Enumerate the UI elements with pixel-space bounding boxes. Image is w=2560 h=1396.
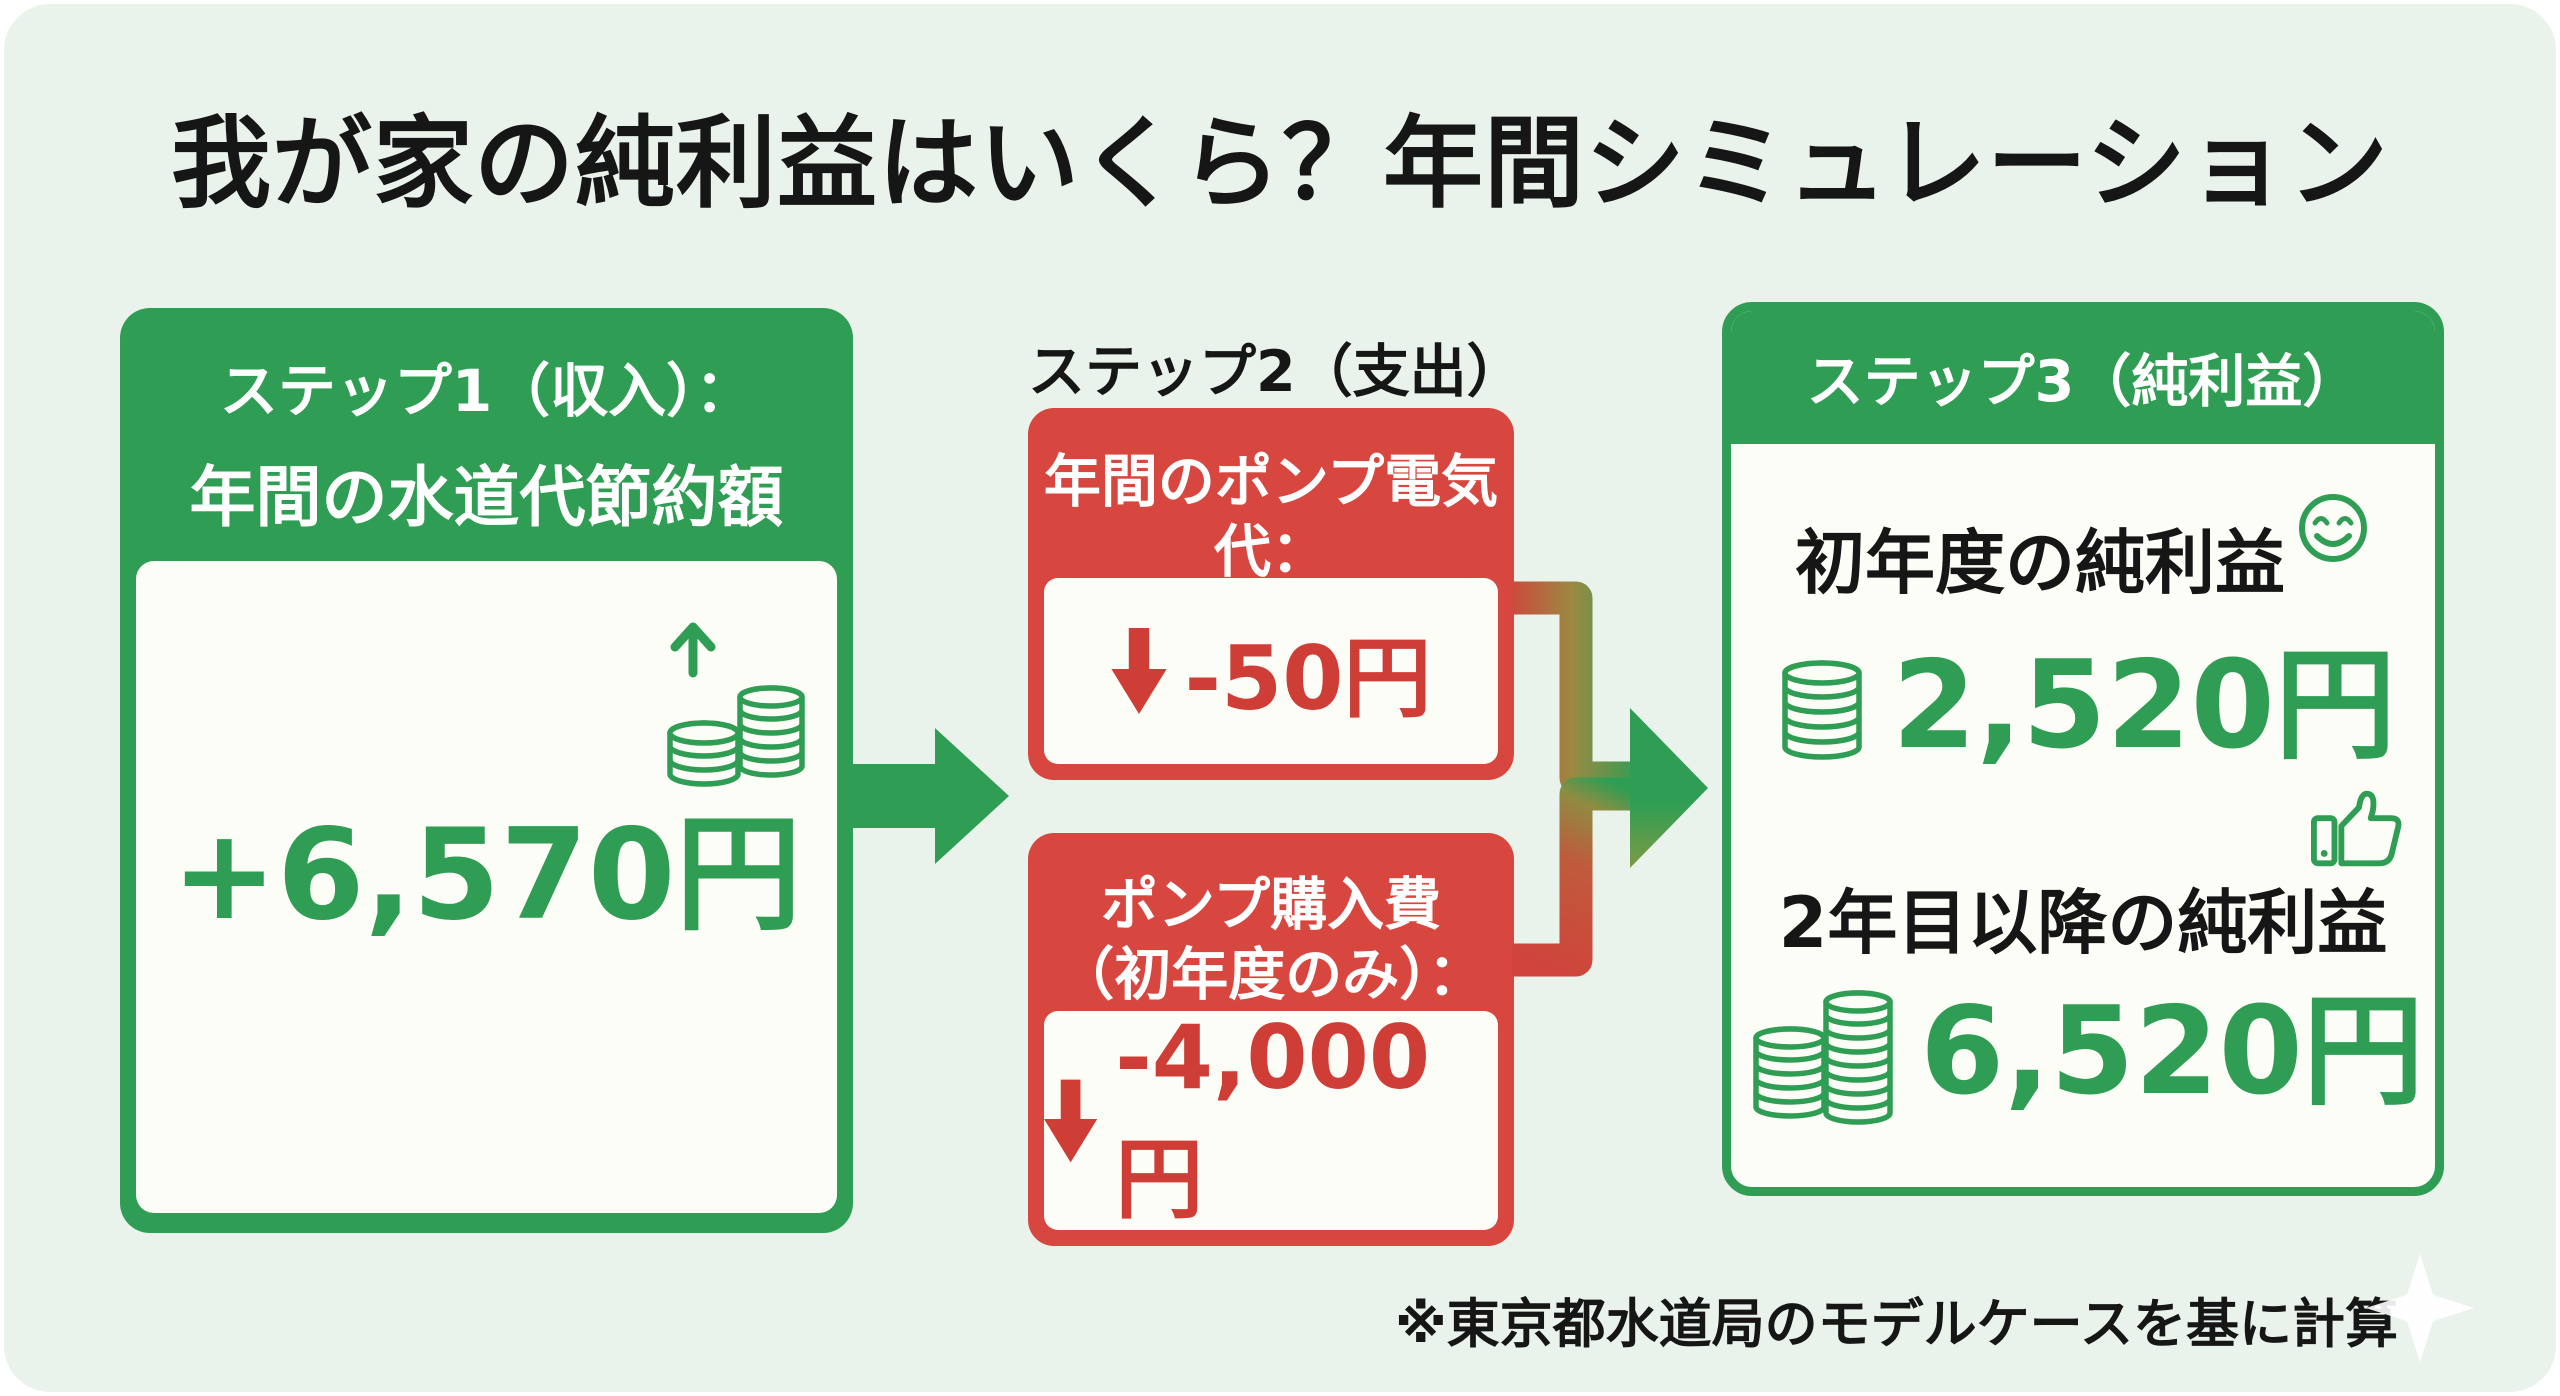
expense1-value-panel: -50円 bbox=[1044, 578, 1498, 764]
down-arrow-icon bbox=[1044, 1079, 1098, 1162]
step1-header-line2: 年間の水道代節約額 bbox=[189, 459, 784, 536]
expense2-value-panel: -4,000円 bbox=[1044, 1006, 1498, 1231]
coins-stack-icon bbox=[1782, 659, 1862, 760]
expense1-header-line2: 代： bbox=[1214, 519, 1328, 585]
later-years-label: 2年目以降の純利益 bbox=[1778, 882, 2388, 964]
sparkle-icon bbox=[2365, 1253, 2475, 1363]
expense1-header-line1: 年間のポンプ電気 bbox=[1043, 449, 1499, 515]
step1-amount: +6,570円 bbox=[171, 801, 802, 948]
step1-card: ステップ1（収入）： 年間の水道代節約額 bbox=[120, 308, 853, 1233]
step1-header-line1: ステップ1（収入）： bbox=[219, 357, 754, 425]
merge-connector bbox=[1512, 581, 1708, 977]
expense2-header-line2: （初年度のみ）： bbox=[1057, 942, 1485, 1008]
step3-card: ステップ3（純利益） 初年度の純利益 2,52 bbox=[1722, 302, 2444, 1196]
first-year-amount: 2,520円 bbox=[1892, 635, 2396, 776]
expense2-card: ポンプ購入費 （初年度のみ）： -4,000円 bbox=[1028, 833, 1514, 1246]
expense2-amount: -4,000円 bbox=[1115, 1005, 1431, 1231]
later-years-amount: 6,520円 bbox=[1920, 981, 2424, 1122]
page-title: 我が家の純利益はいくら？年間シミュレーション bbox=[171, 105, 2389, 222]
step3-header: ステップ3（純利益） bbox=[1731, 311, 2435, 444]
footnote: ※東京都水道局のモデルケースを基に計算 bbox=[1395, 1294, 2398, 1355]
smiley-icon bbox=[2299, 493, 2367, 562]
expense1-amount: -50円 bbox=[1184, 626, 1432, 730]
expense2-header-line1: ポンプ購入費 bbox=[1100, 872, 1442, 938]
thumbs-up-icon bbox=[2311, 790, 2402, 867]
coins-up-arrow-icon bbox=[667, 622, 805, 787]
step1-value-panel: +6,570円 bbox=[136, 561, 837, 1213]
expense1-card: 年間のポンプ電気 代： -50円 bbox=[1028, 408, 1514, 780]
first-year-label: 初年度の純利益 bbox=[1795, 522, 2285, 604]
flow-arrow-icon bbox=[845, 728, 1009, 864]
step2-label: ステップ2（支出） bbox=[1028, 339, 1524, 405]
coins-double-stack-icon bbox=[1753, 989, 1893, 1125]
down-arrow-icon bbox=[1110, 628, 1167, 714]
